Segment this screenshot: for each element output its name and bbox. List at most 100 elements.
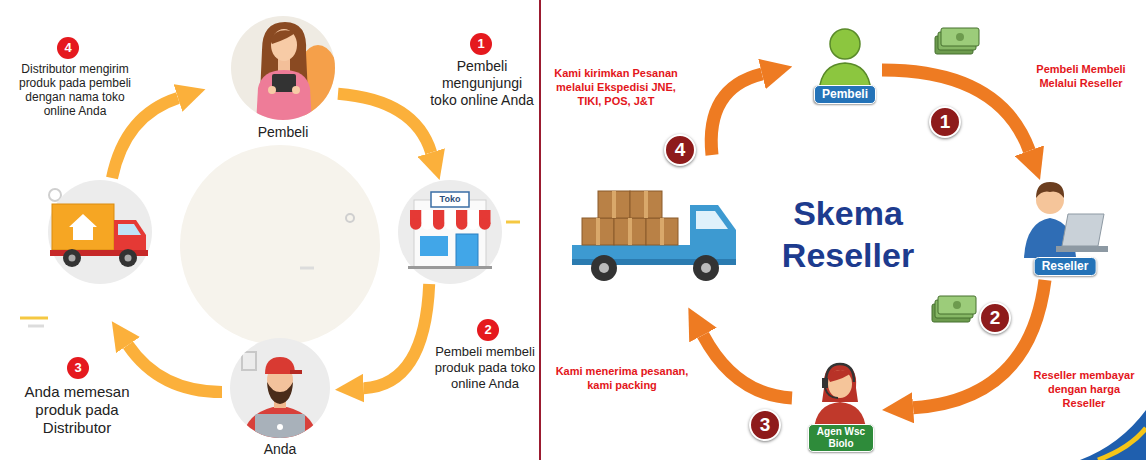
left-background <box>28 325 44 328</box>
step-text: Distributor mengirim produk pada pembeli… <box>14 62 136 118</box>
delivery-truck <box>690 205 736 262</box>
seller-illustration <box>255 414 305 440</box>
callout-number: 1 <box>470 33 492 55</box>
delivery-truck <box>599 263 609 273</box>
buyer-icon <box>830 29 860 59</box>
buyer-illustration <box>268 86 276 94</box>
buyer-node: Pembeli <box>228 12 338 144</box>
step-text: Pembeli membeli produk pada toko online … <box>434 344 536 392</box>
reseller-icon <box>1062 214 1104 246</box>
left-background <box>300 267 314 270</box>
buyer-node: Pembeli <box>808 18 882 110</box>
step-text: Pembeli Membeli Melalui Reseller <box>1022 62 1140 90</box>
callout-number: 2 <box>979 302 1011 334</box>
callout-number: 2 <box>477 319 499 341</box>
shop-illustration <box>431 192 469 207</box>
buyer-icon <box>819 29 871 92</box>
money-icon <box>941 28 979 46</box>
flow-arrow <box>112 98 178 178</box>
delivery-truck <box>628 218 632 245</box>
seller-illustration <box>242 352 256 370</box>
scheme-title: Skema Reseller <box>758 192 938 276</box>
shop-sign: Toko <box>440 192 461 207</box>
seller-illustration <box>290 370 302 374</box>
delivery-truck <box>614 218 646 245</box>
step-text: Kami menerima pesanan, kami packing <box>552 364 692 392</box>
seller-illustration <box>242 406 318 440</box>
left-background <box>20 145 520 345</box>
agent-icon <box>825 388 838 398</box>
callout-number: 1 <box>929 106 961 138</box>
truck-illustration <box>52 204 114 250</box>
delivery-truck <box>644 191 648 218</box>
shop-illustration <box>420 236 448 256</box>
agent-node: Agen Wsc Biolo <box>800 360 882 456</box>
shop-illustration <box>433 218 445 230</box>
delivery-truck <box>660 218 664 245</box>
corner-decoration <box>1098 428 1146 460</box>
flow-arrow <box>703 335 792 398</box>
buyer-illustration <box>256 70 312 125</box>
flow-arrow <box>364 284 429 388</box>
shop-illustration <box>445 218 457 230</box>
truck-illustration <box>114 220 146 252</box>
delivery-truck <box>701 263 711 273</box>
left-background <box>180 145 380 345</box>
callout-number: 3 <box>67 357 89 379</box>
agent-icon <box>822 364 858 402</box>
flow-arrow <box>112 74 792 398</box>
delivery-truck <box>693 255 719 281</box>
agent-icon <box>828 370 852 382</box>
delivery-truck <box>591 255 617 281</box>
left-background <box>49 189 61 201</box>
buyer-illustration <box>231 16 340 125</box>
delivery-truck <box>646 218 678 245</box>
money-icon <box>953 301 961 309</box>
seller-node: Anda <box>225 336 335 458</box>
flow-arrow <box>913 280 1045 408</box>
shop-illustration <box>456 218 468 230</box>
callout-number: 4 <box>664 134 696 166</box>
left-background <box>506 221 520 224</box>
buyer-illustration <box>292 86 300 94</box>
agent-icon <box>814 364 866 430</box>
name-banner: Agen Wsc Biolo <box>808 424 874 452</box>
name-banner: Pembeli <box>814 85 876 104</box>
delivery-truck <box>572 191 736 281</box>
shop-illustration <box>479 218 491 230</box>
agent-icon <box>828 370 852 398</box>
reseller-icon <box>1036 182 1064 198</box>
shop-illustration <box>422 218 434 230</box>
corner-decoration <box>1080 410 1146 460</box>
reseller-node: Reseller <box>1015 180 1115 280</box>
left-background <box>20 317 48 320</box>
shop-illustration <box>414 200 486 268</box>
shop-illustration <box>398 180 502 284</box>
buyer-illustration <box>270 30 296 44</box>
truck-illustration <box>48 180 152 284</box>
panel-divider <box>539 0 541 460</box>
step-text: Anda memesan produk pada Distributor <box>12 383 142 437</box>
callout-number: 3 <box>749 409 781 441</box>
agent-icon <box>822 378 828 388</box>
seller-illustration <box>230 338 330 440</box>
delivery-truck <box>598 191 630 218</box>
step-text: Kami kirimkan Pesanan melalui Ekspedisi … <box>546 66 686 108</box>
node-caption: Anda <box>264 441 297 457</box>
agent-icon <box>826 364 854 382</box>
money-icon <box>932 296 976 322</box>
seller-illustration <box>267 382 293 404</box>
money-icon <box>938 296 976 314</box>
reseller-icon <box>1056 246 1108 252</box>
truck-illustration <box>69 255 76 262</box>
shop-illustration <box>398 180 502 284</box>
flow-arrow <box>338 94 431 153</box>
shop-illustration <box>410 218 422 230</box>
delivery-truck <box>696 211 728 229</box>
reseller-icon <box>1024 182 1108 258</box>
seller-illustration <box>242 352 318 440</box>
buyer-illustration <box>271 29 297 61</box>
left-background <box>346 214 354 222</box>
